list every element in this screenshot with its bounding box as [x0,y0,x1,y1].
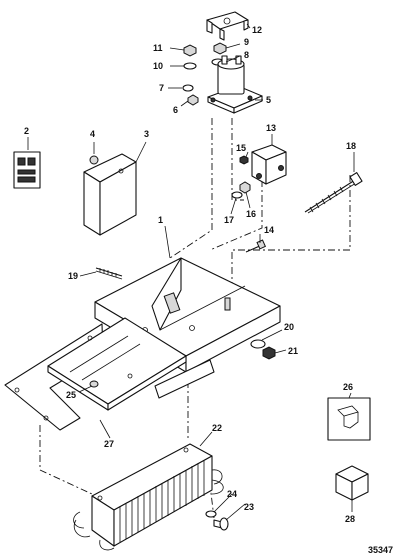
callout-3: 3 [144,129,149,139]
callout-20: 20 [284,322,294,332]
callout-11: 11 [153,43,163,53]
part-3-cover [83,153,137,236]
figure-number: 35347 [368,545,393,555]
part-22-rectifier-module [73,443,224,551]
callout-17: 17 [224,215,234,225]
callout-25: 25 [66,390,76,400]
callout-7: 7 [159,83,164,93]
leader-lines [27,23,355,521]
callout-27: 27 [104,439,114,449]
part-4-screw [89,155,99,165]
part-26-fuse-kit [327,397,371,441]
parts-8-11-nuts-washers [183,42,227,70]
callout-26: 26 [343,382,353,392]
callouts: 1 2 3 4 5 6 7 8 9 10 11 12 13 14 15 16 1… [24,25,356,524]
part-19-cable-tie [95,267,123,280]
part-2-decal [13,151,41,189]
part-13-fuse-holder [251,144,287,185]
callout-18: 18 [346,141,356,151]
callout-28: 28 [345,514,355,524]
callout-14: 14 [264,225,274,235]
callout-23: 23 [244,502,254,512]
assembly-lines [39,118,351,519]
callout-12: 12 [252,25,262,35]
callout-6: 6 [173,105,178,115]
callout-5: 5 [266,95,271,105]
callout-2: 2 [24,126,29,136]
parts-23-24-screw-washer [205,510,229,531]
part-12-bracket [206,11,249,41]
part-14-screw [245,239,267,253]
callout-19: 19 [68,271,78,281]
part-18-stud [304,172,363,214]
part-25-screw [89,380,99,388]
callout-24: 24 [227,489,237,499]
callout-15: 15 [236,143,246,153]
part-28-relay [335,465,369,501]
callout-16: 16 [246,209,256,219]
callout-13: 13 [266,123,276,133]
callout-8: 8 [244,50,249,60]
callout-21: 21 [288,346,298,356]
parts-20-21-washer-nut [250,339,276,360]
parts-6-7-nuts [182,84,199,106]
parts-15-17-hardware [231,155,251,199]
callout-9: 9 [244,37,249,47]
callout-22: 22 [212,423,222,433]
callout-4: 4 [90,129,95,139]
callout-10: 10 [153,61,163,71]
part-27-base-plate [4,317,187,431]
callout-1: 1 [158,215,163,225]
